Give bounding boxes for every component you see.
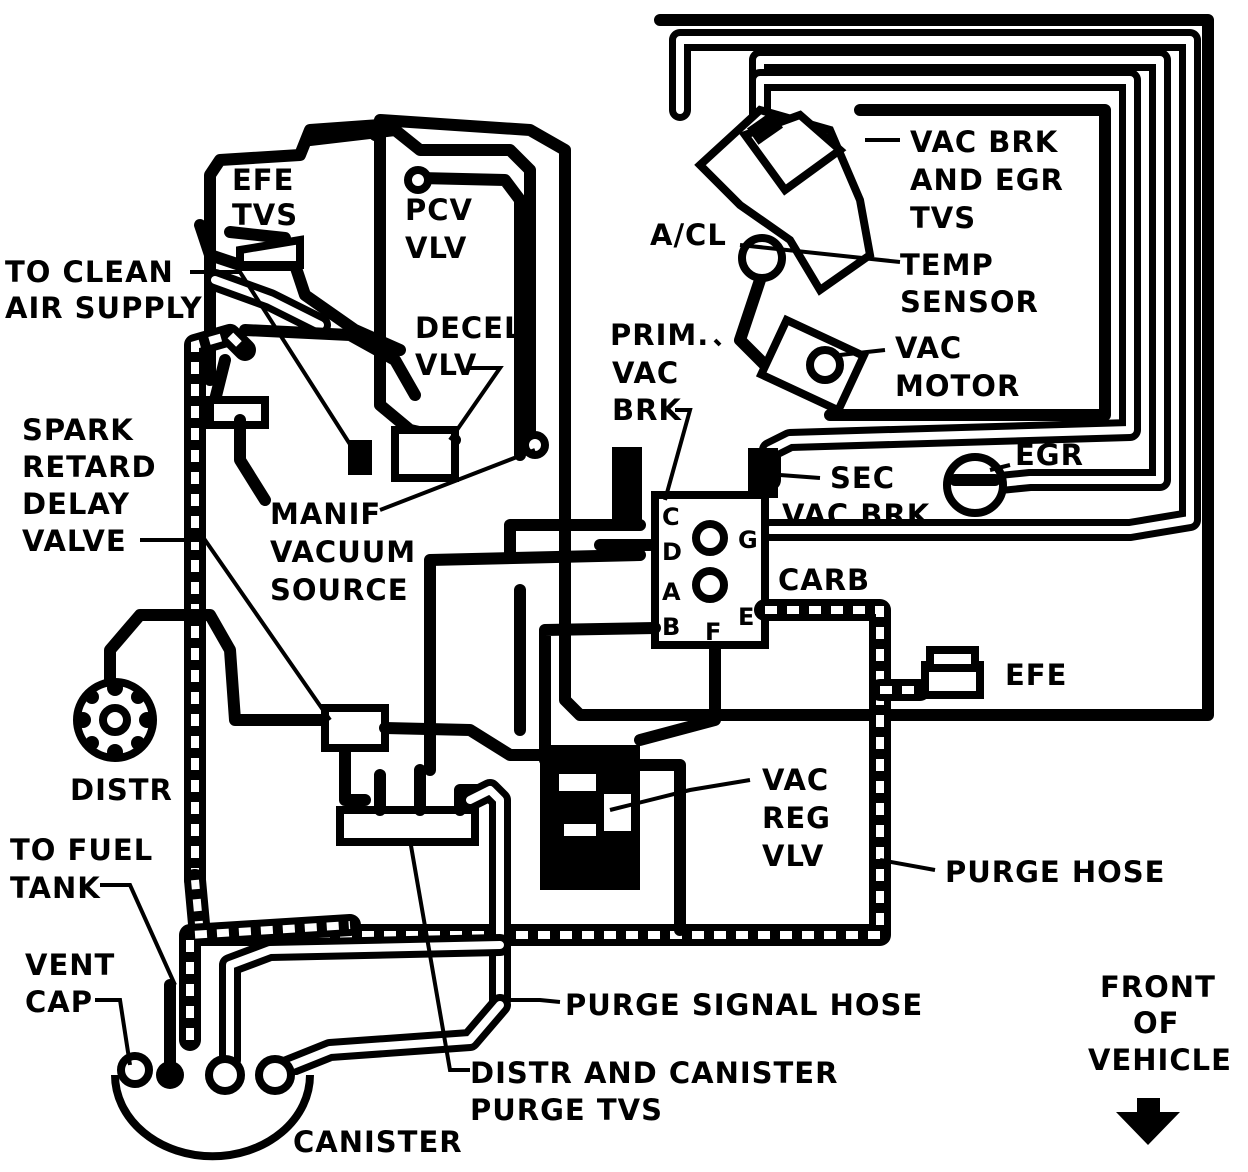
- label-prim-vac-brk-3: BRK: [612, 393, 682, 427]
- label-vac-reg-1: VAC: [762, 763, 829, 797]
- label-sec-vac-brk-1: SEC: [830, 461, 895, 495]
- distr-canister-purge-tvs: [336, 764, 511, 1011]
- label-vent-cap-1: VENT: [25, 948, 115, 982]
- carburetor-body: [612, 447, 778, 649]
- canister-icon: [111, 1074, 314, 1161]
- label-canister: CANISTER: [293, 1125, 463, 1159]
- label-temp-sensor-1: TEMP: [900, 248, 994, 282]
- label-purge-signal-hose: PURGE SIGNAL HOSE: [565, 988, 923, 1022]
- label-spark-2: RETARD: [22, 450, 157, 484]
- distributor: [73, 609, 336, 762]
- carb-port-letters: C D A G E F B: [662, 503, 758, 646]
- label-to-clean-2: AIR SUPPLY: [5, 291, 203, 325]
- label-distr-canister-1: DISTR AND CANISTER: [470, 1056, 838, 1090]
- label-a-cl: A/CL: [650, 218, 727, 252]
- label-front-1: FRONT: [1100, 970, 1216, 1004]
- egr-valve: [943, 453, 1007, 517]
- labels: EFE TVS PCV VLV TO CLEAN AIR SUPPLY DECE…: [5, 125, 1232, 1159]
- port-g: G: [738, 526, 758, 554]
- label-prim-vac-brk-2: VAC: [612, 356, 679, 390]
- label-vac-motor-2: MOTOR: [895, 369, 1020, 403]
- pcv-valve-icon: [404, 166, 432, 194]
- label-decel-vlv-2: VLV: [415, 348, 477, 382]
- label-manif-1: MANIF: [270, 497, 381, 531]
- label-distr: DISTR: [70, 773, 173, 807]
- vac-brk-egr-tvs-part: [694, 105, 875, 416]
- label-vac-motor-1: VAC: [895, 331, 962, 365]
- label-vac-brk-egr-3: TVS: [910, 201, 976, 235]
- label-egr: EGR: [1015, 438, 1084, 472]
- label-decel-vlv-1: DECEL: [415, 311, 523, 345]
- label-front-2: OF: [1133, 1006, 1179, 1040]
- outer-hose-loop: [369, 14, 1214, 721]
- label-purge-hose: PURGE HOSE: [945, 855, 1165, 889]
- label-to-fuel-tank-1: TO FUEL: [10, 833, 153, 867]
- left-hoses: [194, 119, 549, 506]
- label-vent-cap-2: CAP: [25, 985, 93, 1019]
- canister: [111, 1052, 314, 1161]
- label-sec-vac-brk-2: VAC BRK: [782, 498, 931, 532]
- efe-actuator: [921, 646, 984, 699]
- prim-vac-brk-icon: [612, 447, 642, 527]
- port-f: F: [705, 618, 721, 646]
- label-vac-reg-3: VLV: [762, 839, 824, 873]
- port-e: E: [738, 603, 754, 631]
- label-spark-1: SPARK: [22, 413, 134, 447]
- port-c: C: [662, 503, 680, 531]
- label-pcv-vlv-1: PCV: [405, 193, 473, 227]
- label-vac-brk-egr-1: VAC BRK: [910, 125, 1059, 159]
- label-front-3: VEHICLE: [1088, 1043, 1232, 1077]
- label-efe-tvs-2: TVS: [232, 198, 298, 232]
- label-spark-3: DELAY: [22, 487, 130, 521]
- spark-retard-delay-valve: [321, 704, 551, 806]
- sec-vac-brk-icon: [748, 448, 778, 498]
- label-carb: CARB: [778, 563, 870, 597]
- label-spark-4: VALVE: [22, 524, 127, 558]
- label-prim-vac-brk-1: PRIM.: [610, 318, 709, 352]
- label-vac-brk-egr-2: AND EGR: [910, 163, 1064, 197]
- vac-reg-valve: [540, 644, 721, 936]
- carb-vacuum-lines: [424, 519, 661, 776]
- port-d: D: [662, 538, 682, 566]
- decel-valve-icon: [391, 426, 459, 482]
- label-manif-3: SOURCE: [270, 573, 409, 607]
- port-b: B: [662, 613, 680, 641]
- label-pcv-vlv-2: VLV: [405, 231, 467, 265]
- label-temp-sensor-2: SENSOR: [900, 285, 1039, 319]
- label-to-clean-1: TO CLEAN: [5, 255, 174, 289]
- label-manif-2: VACUUM: [270, 535, 416, 569]
- label-vac-reg-2: REG: [762, 801, 831, 835]
- label-to-fuel-tank-2: TANK: [10, 871, 101, 905]
- label-efe-tvs-1: EFE: [232, 163, 294, 197]
- leader-lines: [95, 138, 1011, 1072]
- label-distr-canister-2: PURGE TVS: [470, 1093, 663, 1127]
- front-arrow-icon: [1116, 1098, 1180, 1145]
- canister-hoses: [164, 914, 511, 1081]
- port-a: A: [662, 578, 681, 606]
- label-efe: EFE: [1005, 658, 1067, 692]
